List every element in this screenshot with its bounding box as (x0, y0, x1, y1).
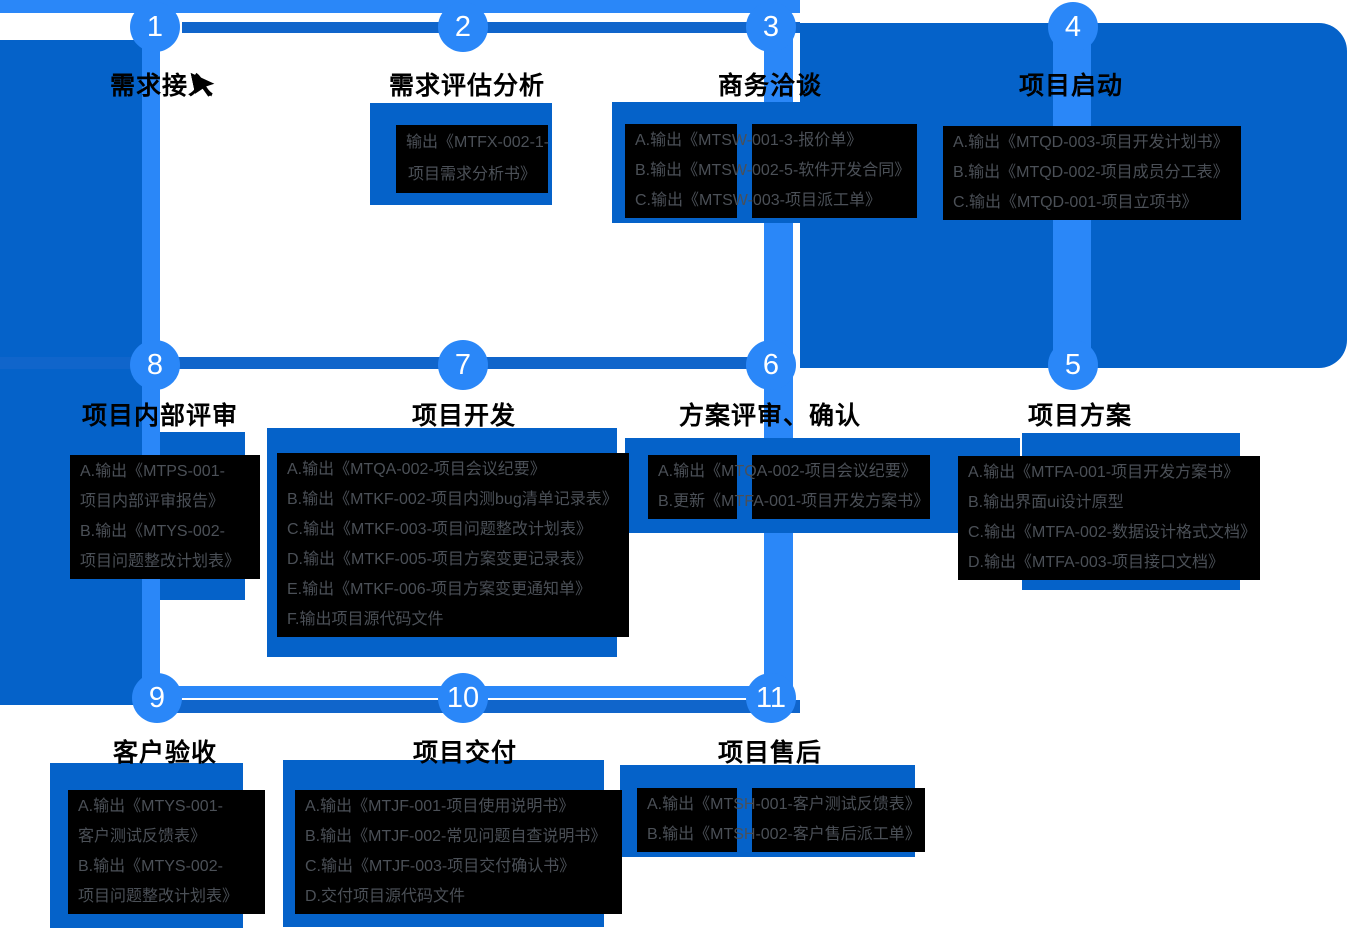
step-11-outputs: A.输出《MTSH-001-客户测试反馈表》 B.输出《MTSH-002-客户售… (637, 788, 925, 852)
step-4-title: 项目启动 (1018, 72, 1123, 100)
output-line: B.输出《MTKF-002-项目内测bug清单记录表》 (287, 491, 618, 508)
step-4-outputs: A.输出《MTQD-003-项目开发计划书》 B.输出《MTQD-002-项目成… (943, 126, 1241, 220)
step-1-circle: 1 (130, 2, 180, 52)
step-11-circle: 11 (746, 673, 796, 723)
output-line: C.输出《MTQD-001-项目立项书》 (953, 194, 1198, 211)
step-11-title: 项目售后 (717, 739, 822, 767)
step-5-title: 项目方案 (1027, 402, 1132, 430)
step-2-title: 需求评估分析 (388, 72, 545, 100)
output-line: D.输出《MTKF-005-项目方案变更记录表》 (287, 551, 592, 568)
output-line: A.输出《MTQA-002-项目会议纪要》 (658, 463, 917, 480)
step-8-outputs: A.输出《MTPS-001- 项目内部评审报告》 B.输出《MTYS-002- … (70, 455, 260, 579)
flow-line-row2 (0, 357, 790, 369)
step-4-circle: 4 (1048, 2, 1098, 52)
panel-gap-artifact (737, 455, 752, 519)
output-line: B.输出《MTYS-002- (80, 523, 225, 540)
step-8-title: 项目内部评审 (81, 402, 238, 430)
output-line: B.输出界面ui设计原型 (968, 494, 1124, 511)
step-1-title: 需求接入 (109, 72, 214, 100)
step-2-outputs: 输出《MTFX-002-1- 项目需求分析书》 (396, 125, 550, 193)
step-3-title: 商务洽谈 (717, 72, 822, 100)
output-line: B.输出《MTJF-002-常见问题自查说明书》 (305, 828, 607, 845)
panel-gap-artifact (737, 788, 752, 852)
output-line: 输出《MTFX-002-1- (406, 134, 550, 151)
output-line: E.输出《MTKF-006-项目方案变更通知单》 (287, 581, 592, 598)
output-line: B.输出《MTSW-002-5-软件开发合同》 (635, 162, 911, 179)
step-10-circle: 10 (438, 673, 488, 723)
step-7-title: 项目开发 (411, 402, 516, 430)
output-line: F.输出项目源代码文件 (287, 611, 444, 628)
output-line: D.交付项目源代码文件 (305, 888, 466, 905)
output-line: 项目问题整改计划表》 (80, 553, 241, 570)
output-line: A.输出《MTJF-001-项目使用说明书》 (305, 798, 575, 815)
flow-line-top-dark (182, 22, 800, 33)
step-7-circle: 7 (438, 340, 488, 390)
output-line: 客户测试反馈表》 (78, 828, 207, 845)
output-line: A.输出《MTFA-001-项目开发方案书》 (968, 464, 1240, 481)
step-3-circle: 3 (746, 2, 796, 52)
step-9-outputs: A.输出《MTYS-001- 客户测试反馈表》 B.输出《MTYS-002- 项… (68, 790, 265, 914)
output-line: B.输出《MTSH-002-客户售后派工单》 (647, 826, 921, 843)
step-10-outputs: A.输出《MTJF-001-项目使用说明书》 B.输出《MTJF-002-常见问… (295, 790, 622, 914)
output-line: A.输出《MTQD-003-项目开发计划书》 (953, 134, 1229, 151)
output-line: B.更新《MTFA-001-项目开发方案书》 (658, 493, 930, 510)
step-6-title: 方案评审、确认 (678, 402, 861, 430)
step-7-outputs: A.输出《MTQA-002-项目会议纪要》 B.输出《MTKF-002-项目内测… (277, 453, 629, 637)
step-5-outputs: A.输出《MTFA-001-项目开发方案书》 B.输出界面ui设计原型 C.输出… (958, 456, 1260, 580)
output-line: C.输出《MTFA-002-数据设计格式文档》 (968, 524, 1257, 541)
output-line: A.输出《MTSH-001-客户测试反馈表》 (647, 796, 921, 813)
output-line: 项目内部评审报告》 (80, 493, 225, 510)
flow-line-top-light (0, 0, 800, 13)
step-8-circle: 8 (130, 340, 180, 390)
step-3-outputs: A.输出《MTSW-001-3-报价单》 B.输出《MTSW-002-5-软件开… (625, 124, 917, 218)
output-line: C.输出《MTSW-003-项目派工单》 (635, 192, 881, 209)
step-6-circle: 6 (746, 340, 796, 390)
step-5-circle: 5 (1048, 340, 1098, 390)
step-9-circle: 9 (132, 673, 182, 723)
output-line: A.输出《MTSW-001-3-报价单》 (635, 132, 863, 149)
output-line: A.输出《MTYS-001- (78, 798, 223, 815)
output-line: A.输出《MTPS-001- (80, 463, 225, 480)
output-line: B.输出《MTQD-002-项目成员分工表》 (953, 164, 1229, 181)
output-line: C.输出《MTKF-003-项目问题整改计划表》 (287, 521, 592, 538)
panel-left-edge (0, 40, 143, 705)
output-line: C.输出《MTJF-003-项目交付确认书》 (305, 858, 576, 875)
step-10-title: 项目交付 (412, 739, 517, 767)
output-line: 项目问题整改计划表》 (78, 888, 239, 905)
output-line: 项目需求分析书》 (407, 166, 536, 183)
step-6-outputs: A.输出《MTQA-002-项目会议纪要》 B.更新《MTFA-001-项目开发… (648, 455, 930, 519)
output-line: A.输出《MTQA-002-项目会议纪要》 (287, 461, 546, 478)
output-line: D.输出《MTFA-003-项目接口文档》 (968, 554, 1225, 571)
step-9-title: 客户验收 (112, 739, 217, 767)
step-2-circle: 2 (438, 2, 488, 52)
output-line: B.输出《MTYS-002- (78, 858, 223, 875)
panel-gap-artifact (737, 124, 752, 218)
